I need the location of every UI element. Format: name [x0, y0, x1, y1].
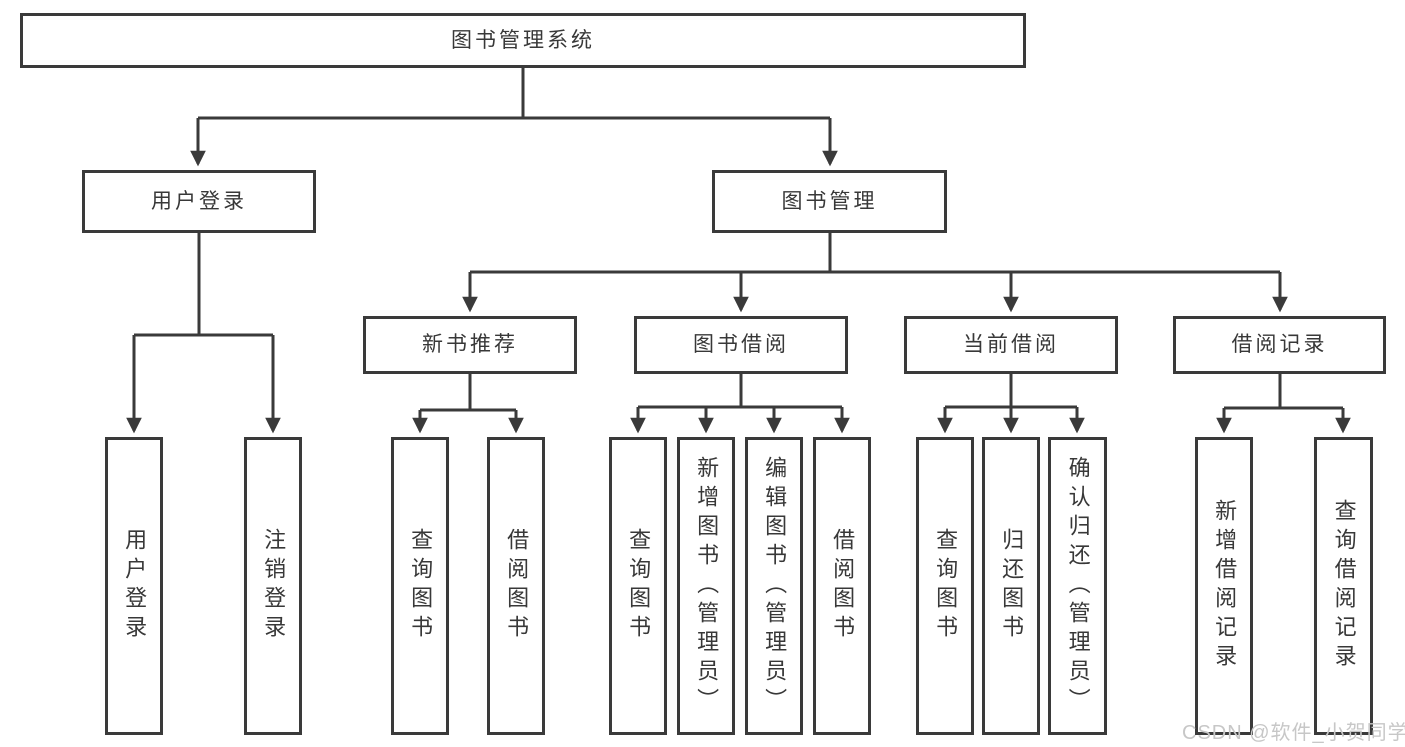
leaf-logout: 注销登录: [244, 437, 302, 735]
leaf-query-books-2: 查询图书: [609, 437, 667, 735]
node-user-login: 用户登录: [82, 170, 316, 233]
node-new-book-recommendation: 新书推荐: [363, 316, 577, 374]
node-book-management: 图书管理: [712, 170, 947, 233]
leaf-borrow-books-1: 借阅图书: [487, 437, 545, 735]
node-borrowing-records: 借阅记录: [1173, 316, 1386, 374]
node-current-borrowing: 当前借阅: [904, 316, 1118, 374]
leaf-confirm-return-admin: 确认归还（管理员）: [1048, 437, 1107, 735]
leaf-add-borrow-record: 新增借阅记录: [1195, 437, 1253, 735]
node-library-management-system: 图书管理系统: [20, 13, 1026, 68]
leaf-query-borrow-record: 查询借阅记录: [1314, 437, 1373, 735]
leaf-user-login: 用户登录: [105, 437, 163, 735]
csdn-watermark: CSDN @软件_小贺同学: [1182, 722, 1405, 744]
leaf-return-books: 归还图书: [982, 437, 1040, 735]
leaf-add-books-admin: 新增图书（管理员）: [677, 437, 735, 735]
leaf-borrow-books-2: 借阅图书: [813, 437, 871, 735]
leaf-edit-books-admin: 编辑图书（管理员）: [745, 437, 803, 735]
leaf-query-books-3: 查询图书: [916, 437, 974, 735]
leaf-query-books-1: 查询图书: [391, 437, 449, 735]
node-book-borrowing: 图书借阅: [634, 316, 848, 374]
